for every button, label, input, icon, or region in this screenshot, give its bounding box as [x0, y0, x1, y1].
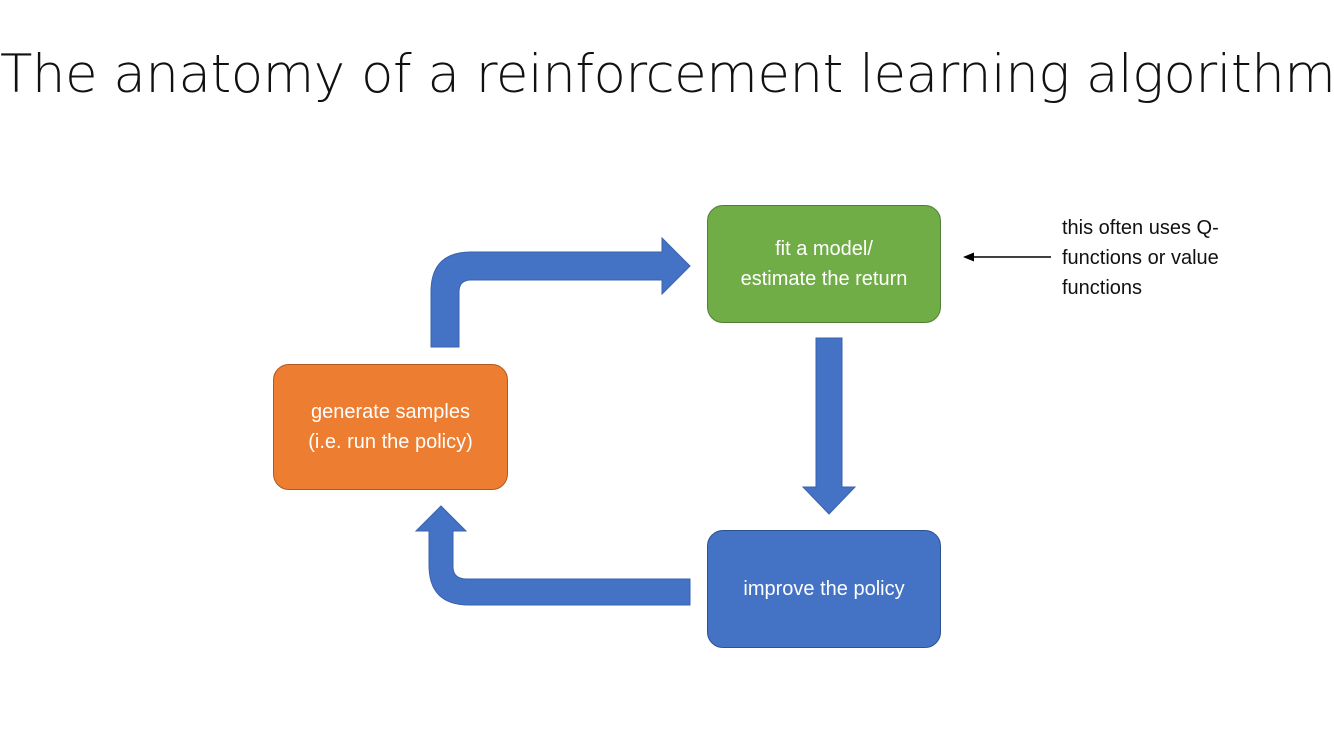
- node-improve-policy: improve the policy: [707, 530, 941, 648]
- annotation-line2: functions or value: [1062, 247, 1219, 269]
- arrow-fit-to-improve: [801, 337, 857, 515]
- annotation-pointer-arrowhead: [963, 252, 974, 262]
- node-fit-model-line2: estimate the return: [740, 268, 908, 290]
- annotation-note: this often uses Q- functions or value fu…: [1062, 213, 1302, 303]
- node-generate-samples-line2: (i.e. run the policy): [308, 431, 473, 453]
- node-generate-samples: generate samples (i.e. run the policy): [273, 364, 508, 490]
- annotation-line1: this often uses Q-: [1062, 217, 1219, 239]
- slide-title: The anatomy of a reinforcement learning …: [0, 44, 1334, 105]
- node-improve-policy-label: improve the policy: [743, 578, 905, 600]
- node-fit-model: fit a model/ estimate the return: [707, 205, 941, 323]
- annotation-line3: functions: [1062, 277, 1143, 299]
- node-generate-samples-line1: generate samples: [311, 401, 470, 423]
- arrow-improve-to-generate: [414, 505, 691, 606]
- arrow-generate-to-fit: [430, 236, 691, 348]
- node-fit-model-line1: fit a model/: [775, 238, 873, 260]
